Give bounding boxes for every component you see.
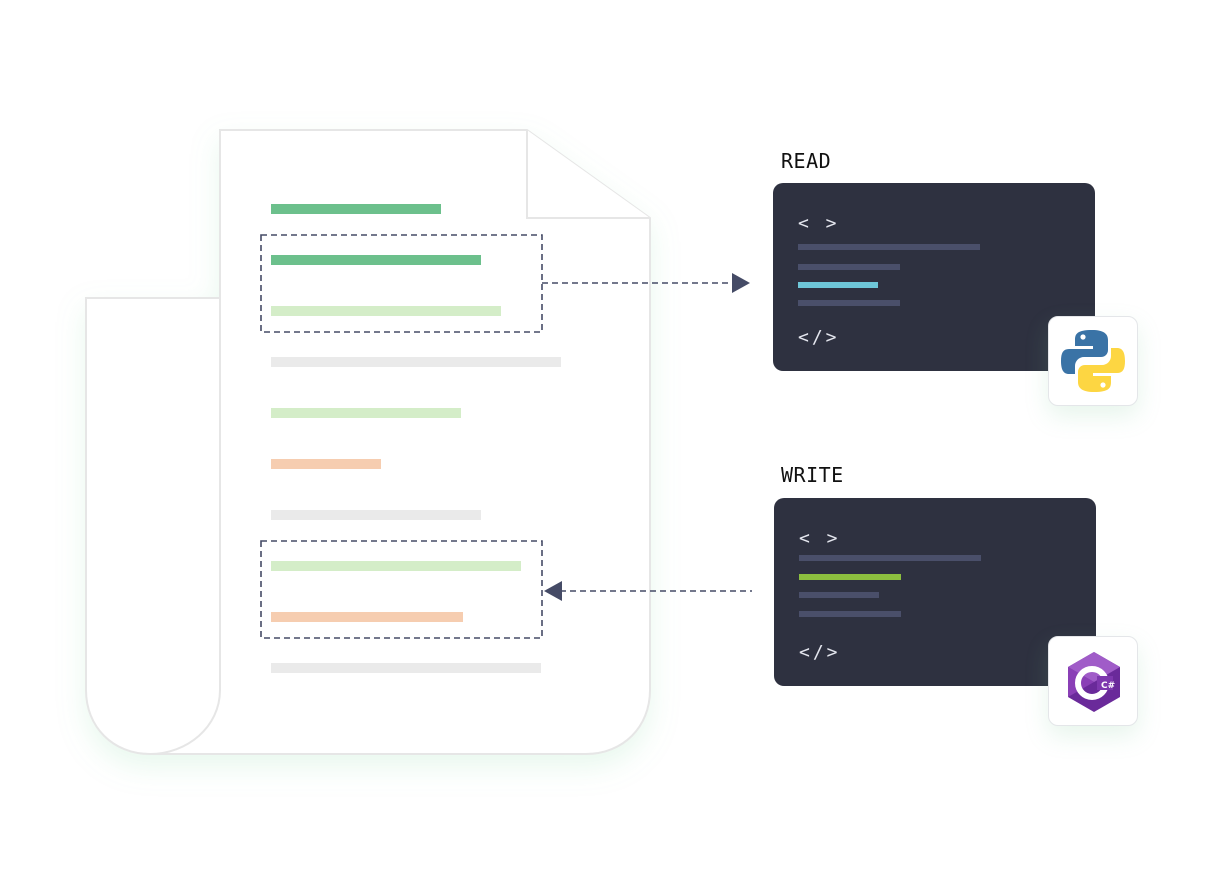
write-code-card: < > </> (774, 498, 1096, 686)
code-line (798, 244, 980, 250)
python-logo-icon (1061, 330, 1125, 392)
code-line (799, 555, 981, 561)
document-line (271, 663, 541, 673)
document-line (271, 255, 481, 265)
read-label: READ (781, 149, 832, 173)
code-line (799, 611, 901, 617)
code-close-tag: </> (799, 642, 841, 663)
write-label: WRITE (781, 463, 844, 487)
read-code-card: < > </> (773, 183, 1095, 371)
document-line (271, 306, 501, 316)
document-line (271, 357, 561, 367)
csharp-badge: C# (1048, 636, 1138, 726)
code-line-highlight (799, 574, 901, 580)
document-line (271, 408, 461, 418)
document-icon (85, 129, 651, 755)
arrowhead-right-icon (732, 273, 750, 293)
document-line (271, 459, 381, 469)
document-line (271, 510, 481, 520)
code-line (798, 264, 900, 270)
document-page (149, 129, 651, 755)
document-line (271, 204, 441, 214)
code-open-tag: < > (799, 528, 841, 549)
code-close-tag: </> (798, 327, 840, 348)
csharp-logo-icon: C# (1068, 652, 1120, 712)
read-selection-box (260, 234, 543, 333)
document-line (271, 612, 463, 622)
write-selection-box (260, 540, 543, 639)
code-line (799, 592, 879, 598)
document-folded-corner (526, 130, 650, 219)
code-open-tag: < > (798, 213, 840, 234)
csharp-logo-text: C# (1101, 681, 1115, 691)
python-badge (1048, 316, 1138, 406)
code-line (798, 300, 900, 306)
document-lines (271, 204, 561, 673)
code-line-highlight (798, 282, 878, 288)
document-line (271, 561, 521, 571)
write-arrow (544, 581, 752, 601)
document-back-sheet (85, 297, 221, 755)
read-arrow (542, 273, 750, 293)
arrowhead-left-icon (544, 581, 562, 601)
